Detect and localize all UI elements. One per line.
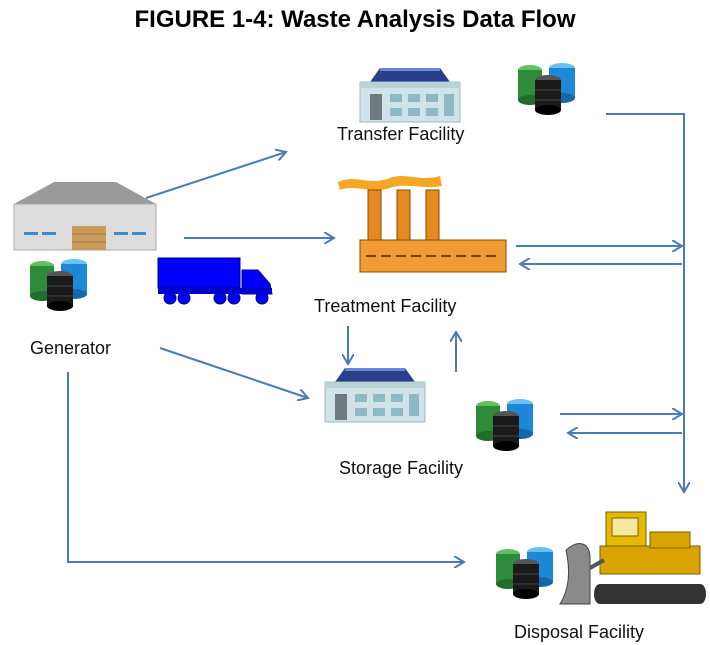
storage-building-icon [324, 367, 426, 423]
truck-icon [157, 257, 273, 305]
arrow-generator-to-transfer [145, 152, 286, 199]
arrow-transfer-to-disposal [606, 113, 684, 492]
disposal-facility-label: Disposal Facility [514, 622, 645, 642]
storage-facility-label: Storage Facility [339, 458, 464, 478]
factory-icon [338, 176, 507, 273]
transfer-building-icon [359, 67, 461, 123]
warehouse-icon [13, 182, 157, 251]
transfer-facility-label: Transfer Facility [337, 124, 465, 144]
arrow-generator-to-storage [159, 347, 308, 398]
bulldozer-icon [559, 511, 706, 605]
generator-drums-icon [29, 258, 88, 312]
disposal-drums-icon [495, 546, 554, 600]
arrow-generator-to-disposal [67, 372, 464, 562]
transfer-drums-icon [517, 62, 576, 116]
treatment-facility-label: Treatment Facility [314, 296, 457, 316]
generator-label: Generator [30, 338, 112, 358]
storage-drums-icon [475, 398, 534, 452]
flow-arrows [67, 113, 684, 562]
figure-title: FIGURE 1-4: Waste Analysis Data Flow [134, 6, 576, 33]
